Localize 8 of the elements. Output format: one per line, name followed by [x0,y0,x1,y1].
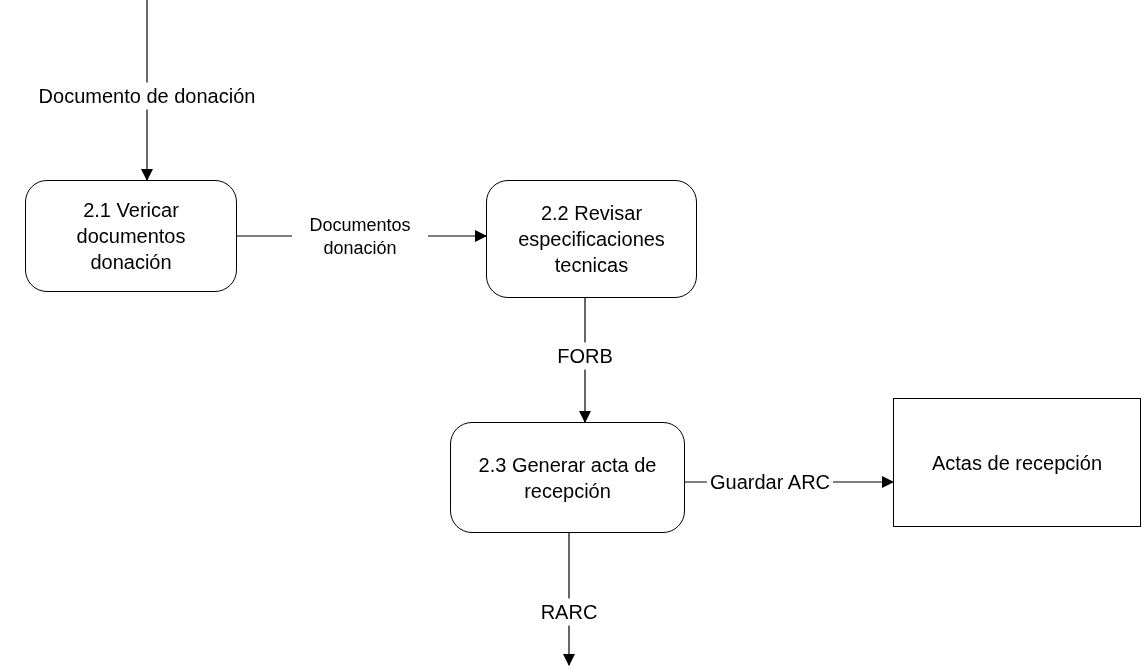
process-box [450,422,685,533]
process-label: Actas de recepción [931,450,1103,476]
process-label: 2.2 Revisar especificaciones tecnicas [517,201,666,278]
process-box [486,180,697,298]
process-box [25,180,237,292]
process-label: 2.3 Generar acta de recepción [477,452,658,504]
process-label: 2.1 Vericar documentos donación [75,198,187,275]
data-store-box [893,398,1141,527]
